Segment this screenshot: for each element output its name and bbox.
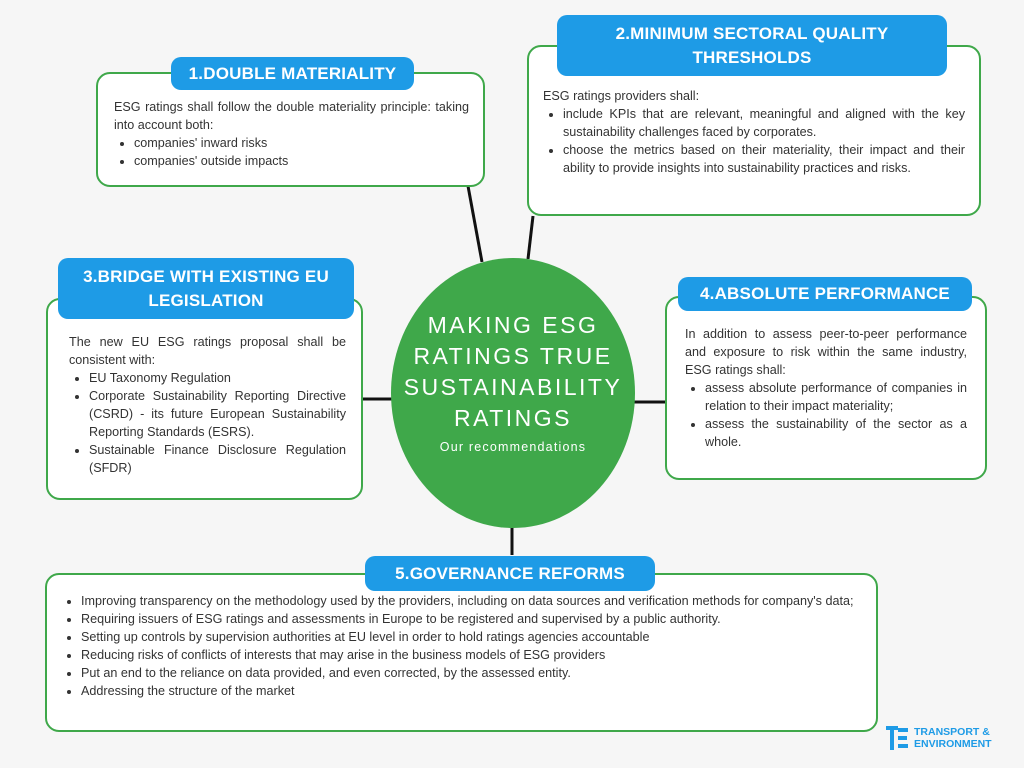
absolute-performance-box: In addition to assess peer-to-peer perfo…	[665, 296, 987, 480]
list-item: Improving transparency on the methodolog…	[81, 592, 862, 610]
list-item: Requiring issuers of ESG ratings and ass…	[81, 610, 862, 628]
box4-list: assess absolute performance of companies…	[685, 379, 967, 451]
double-materiality-title: 1.DOUBLE MATERIALITY	[171, 57, 414, 90]
list-item: assess absolute performance of companies…	[705, 379, 967, 415]
list-item: companies' outside impacts	[134, 152, 469, 170]
list-item: Reducing risks of conflicts of interests…	[81, 646, 862, 664]
list-item: Sustainable Finance Disclosure Regulatio…	[89, 441, 346, 477]
list-item: choose the metrics based on their materi…	[563, 141, 965, 177]
central-headline: MAKING ESG RATINGS TRUE SUSTAINABILITY R…	[403, 312, 623, 431]
box2-intro: ESG ratings providers shall:	[543, 89, 700, 103]
list-item: EU Taxonomy Regulation	[89, 369, 346, 387]
list-item: companies' inward risks	[134, 134, 469, 152]
list-item: Corporate Sustainability Reporting Direc…	[89, 387, 346, 441]
list-item: include KPIs that are relevant, meaningf…	[563, 105, 965, 141]
logo-line-1: TRANSPORT &	[914, 726, 990, 738]
sectoral-thresholds-title: 2.MINIMUM SECTORAL QUALITY THRESHOLDS	[557, 15, 947, 76]
box2-list: include KPIs that are relevant, meaningf…	[543, 105, 965, 177]
central-topic-node: MAKING ESG RATINGS TRUE SUSTAINABILITY R…	[391, 258, 635, 528]
box3-intro: The new EU ESG ratings proposal shall be…	[69, 335, 346, 367]
eu-legislation-title: 3.BRIDGE WITH EXISTING EU LEGISLATION	[58, 258, 354, 319]
te-logo-icon	[886, 726, 908, 750]
list-item: Setting up controls by supervision autho…	[81, 628, 862, 646]
box4-intro: In addition to assess peer-to-peer perfo…	[685, 327, 967, 377]
list-item: Put an end to the reliance on data provi…	[81, 664, 862, 682]
list-item: Addressing the structure of the market	[81, 682, 862, 700]
governance-reforms-title: 5.GOVERNANCE REFORMS	[365, 556, 655, 591]
box5-list: Improving transparency on the methodolog…	[61, 592, 862, 700]
box1-intro: ESG ratings shall follow the double mate…	[114, 100, 469, 132]
transport-environment-logo: TRANSPORT & ENVIRONMENT	[886, 726, 992, 750]
list-item: assess the sustainability of the sector …	[705, 415, 967, 451]
box1-list: companies' inward risks companies' outsi…	[114, 134, 469, 170]
double-materiality-box: ESG ratings shall follow the double mate…	[96, 72, 485, 187]
governance-reforms-box: Improving transparency on the methodolog…	[45, 573, 878, 732]
eu-legislation-box: The new EU ESG ratings proposal shall be…	[46, 298, 363, 500]
logo-line-2: ENVIRONMENT	[914, 738, 992, 750]
box3-list: EU Taxonomy Regulation Corporate Sustain…	[69, 369, 346, 477]
absolute-performance-title: 4.ABSOLUTE PERFORMANCE	[678, 277, 972, 311]
central-subtitle: Our recommendations	[439, 440, 587, 454]
